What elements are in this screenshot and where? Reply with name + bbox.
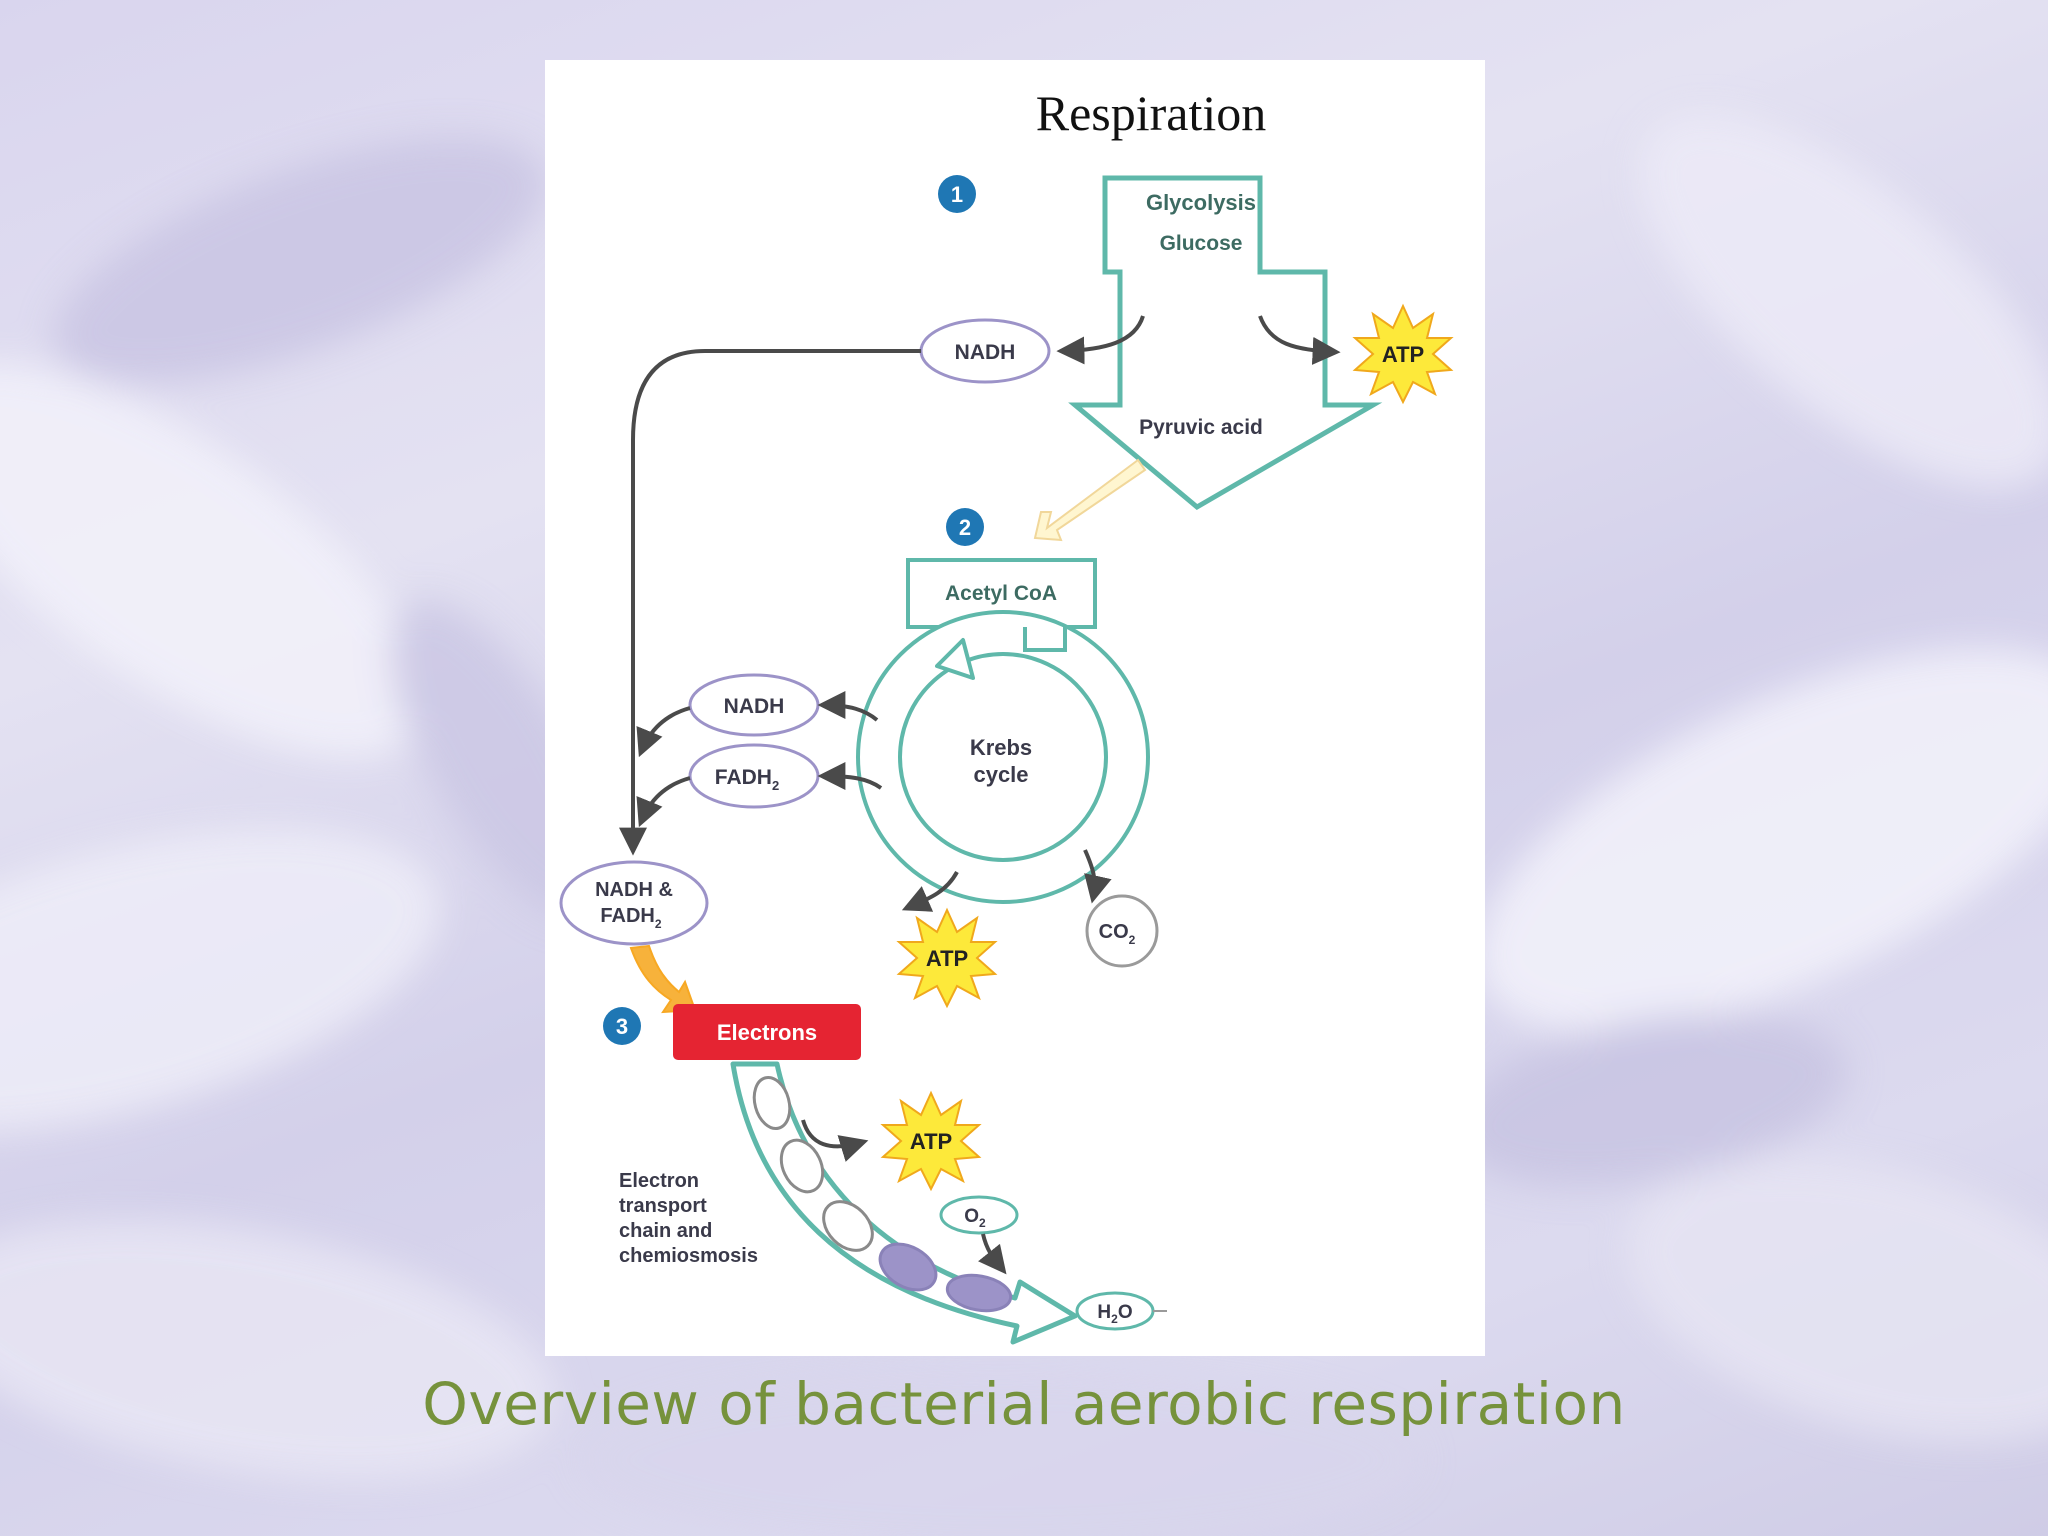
- svg-text:CO2: CO2: [1099, 921, 1136, 947]
- svg-text:Electrons: Electrons: [717, 1020, 817, 1045]
- glucose-label: Glucose: [1160, 232, 1243, 255]
- glycolysis-arrow: [1068, 175, 1383, 511]
- glycolysis-label: Glycolysis: [1146, 190, 1256, 215]
- fadh2-oval: FADH2: [688, 743, 820, 809]
- etc-to-atp-arrow: [801, 1119, 869, 1162]
- svg-text:ATP: ATP: [910, 1129, 952, 1154]
- respiration-diagram: Respiration 1 Glycolysis Glucose Pyruvic…: [545, 60, 1485, 1356]
- nadh-top-oval: NADH: [919, 318, 1051, 384]
- pyruvic-to-acetyl-arrow: [1033, 458, 1147, 542]
- svg-text:Acetyl CoA: Acetyl CoA: [945, 582, 1057, 605]
- krebs-label-line2: cycle: [973, 762, 1028, 787]
- svg-text:H2O: H2O: [1097, 1302, 1132, 1326]
- krebs-to-fadh2-arrow: [817, 762, 883, 791]
- etc-label-line4: chemiosmosis: [619, 1245, 758, 1267]
- etc-carrier-2: [779, 1138, 825, 1194]
- krebs-to-co2-arrow: [1083, 849, 1112, 904]
- step-1-badge: 1: [938, 175, 976, 213]
- svg-text:FADH2: FADH2: [600, 905, 661, 931]
- nadh-middle-oval: NADH: [688, 673, 820, 737]
- electrons-box: Electrons: [673, 1004, 861, 1060]
- etc-carrier-3: [822, 1200, 874, 1252]
- co2-circle: CO2: [1085, 894, 1159, 968]
- svg-text:3: 3: [616, 1014, 628, 1039]
- pyruvic-acid-label: Pyruvic acid: [1139, 416, 1263, 439]
- svg-text:NADH: NADH: [955, 341, 1016, 364]
- atp-starburst-middle: ATP: [896, 907, 998, 1009]
- h2o-oval: H2O: [1075, 1291, 1167, 1331]
- o2-oval: O2: [939, 1195, 1019, 1235]
- etc-label-line3: chain and: [619, 1220, 712, 1242]
- o2-to-etc-arrow: [978, 1233, 1007, 1275]
- step-2-badge: 2: [946, 508, 984, 546]
- glycolysis-to-atp-arrow: [1258, 315, 1341, 365]
- svg-text:NADH: NADH: [724, 695, 785, 718]
- respiration-diagram-svg: Respiration 1 Glycolysis Glucose Pyruvic…: [559, 85, 1454, 1345]
- etc-carrier-1: [752, 1076, 792, 1130]
- krebs-to-atp-arrow: [901, 870, 959, 912]
- step-3-badge: 3: [603, 1007, 641, 1045]
- svg-text:1: 1: [951, 182, 963, 207]
- svg-text:ATP: ATP: [1382, 342, 1424, 367]
- nadh-fadh2-oval: NADH & FADH2: [559, 860, 709, 946]
- nadh-middle-to-line-arrow: [636, 706, 691, 758]
- svg-text:ATP: ATP: [926, 946, 968, 971]
- etc-carrier-4: [878, 1242, 938, 1292]
- etc-label-line2: transport: [619, 1195, 707, 1217]
- atp-starburst-bottom: ATP: [880, 1090, 982, 1192]
- atp-starburst-top: ATP: [1352, 303, 1454, 405]
- krebs-cycle-ring: [856, 610, 1150, 904]
- fadh2-to-line-arrow: [636, 776, 691, 828]
- slide-caption: Overview of bacterial aerobic respiratio…: [422, 1370, 1626, 1438]
- svg-text:2: 2: [959, 515, 971, 540]
- diagram-title: Respiration: [1036, 85, 1267, 141]
- etc-label-line1: Electron: [619, 1170, 699, 1192]
- svg-text:NADH &: NADH &: [595, 879, 673, 901]
- nadh-fadh2-to-electrons-arrow: [629, 944, 697, 1014]
- krebs-to-nadh-arrow: [817, 691, 879, 722]
- nadh-to-etc-line: [619, 349, 921, 856]
- etc-carrier-5: [945, 1273, 1013, 1313]
- krebs-label-line1: Krebs: [970, 735, 1032, 760]
- glycolysis-to-nadh-arrow: [1056, 315, 1145, 365]
- svg-text:FADH2: FADH2: [715, 766, 779, 793]
- svg-text:O2: O2: [964, 1206, 986, 1230]
